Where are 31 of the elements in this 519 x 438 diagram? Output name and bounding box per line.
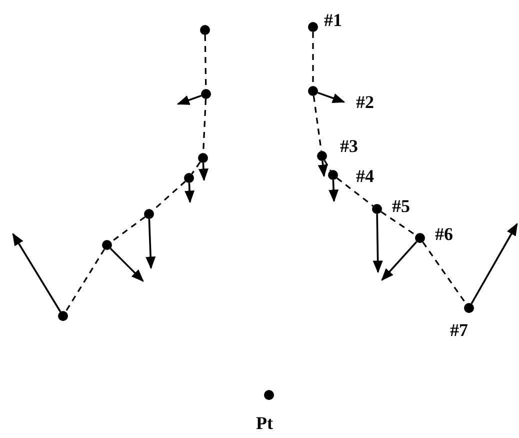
trajectory-point	[58, 311, 68, 321]
trajectory-point	[464, 303, 474, 313]
connector-line	[336, 177, 374, 207]
trajectory-point	[198, 153, 208, 163]
trajectory-point	[102, 240, 112, 250]
connector-line	[422, 242, 467, 304]
point-label: #7	[450, 320, 468, 340]
trajectory-point	[144, 209, 154, 219]
trajectory-point	[328, 170, 338, 180]
trajectory-point	[415, 233, 425, 243]
trajectory-point	[200, 25, 210, 35]
point-label: #1	[324, 10, 342, 30]
point-label: #6	[435, 224, 453, 244]
point-label: #5	[392, 196, 410, 216]
connector-line	[64, 248, 106, 312]
connector-line	[324, 160, 332, 172]
point-label: #4	[356, 166, 374, 186]
point-label: #2	[356, 92, 374, 112]
connector-line	[191, 162, 201, 174]
reference-point	[264, 390, 274, 400]
trajectory-point	[317, 151, 327, 161]
point-label: Pt	[256, 413, 273, 433]
connector-line	[110, 216, 146, 243]
trajectory-point	[308, 22, 318, 32]
connector-line	[312, 96, 322, 152]
point-label: #3	[340, 136, 358, 156]
trajectory-point	[372, 204, 382, 214]
trajectory-point	[308, 86, 318, 96]
trajectory-point	[201, 89, 211, 99]
trajectory-point	[184, 173, 194, 183]
connector-line	[380, 211, 416, 236]
